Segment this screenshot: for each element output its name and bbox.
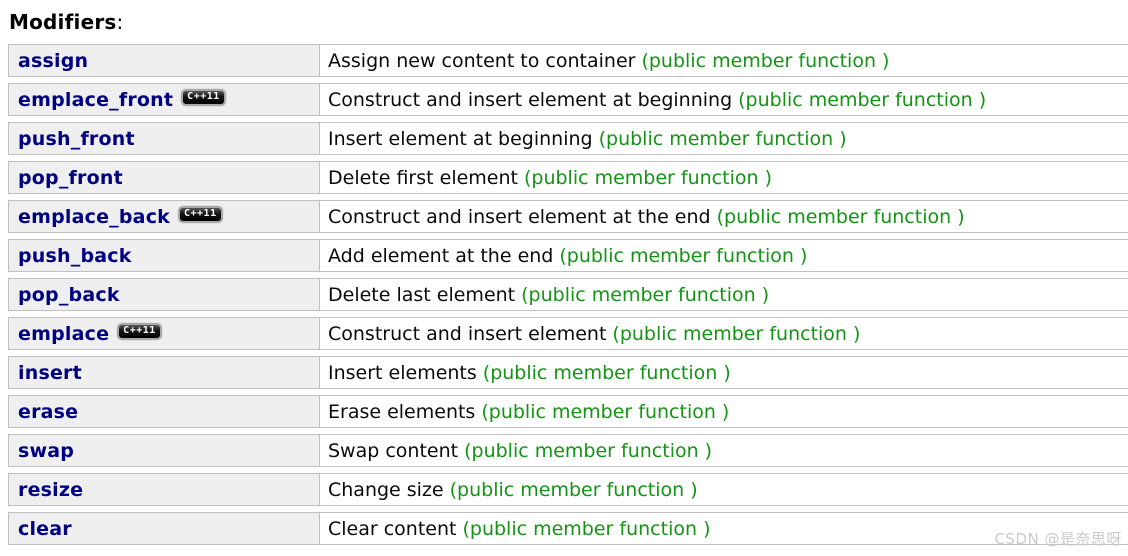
- member-function-link[interactable]: push_front: [18, 127, 135, 150]
- member-function-description-cell: Delete last element (public member funct…: [320, 278, 1128, 311]
- member-function-name-cell: emplace C++11: [8, 317, 320, 350]
- member-function-name-cell: clear C++11: [8, 512, 320, 545]
- member-function-name-cell: emplace_front C++11: [8, 83, 320, 116]
- member-function-description: Assign new content to container: [328, 49, 636, 72]
- member-function-description-cell: Construct and insert element (public mem…: [320, 317, 1128, 350]
- member-function-kind: (public member function ): [462, 517, 711, 540]
- member-function-kind: (public member function ): [523, 166, 772, 189]
- member-function-link[interactable]: push_back: [18, 244, 132, 267]
- cpp11-badge-icon: C++11: [117, 323, 162, 340]
- cpp11-badge-icon: C++11: [178, 206, 223, 223]
- member-function-link[interactable]: emplace_back: [18, 205, 170, 228]
- member-function-description: Delete first element: [328, 166, 518, 189]
- member-function-description: Insert element at beginning: [328, 127, 593, 150]
- member-function-kind: (public member function ): [641, 49, 890, 72]
- member-function-link[interactable]: pop_front: [18, 166, 123, 189]
- member-function-description-cell: Swap content (public member function ): [320, 434, 1128, 467]
- member-function-name-cell: pop_front C++11: [8, 161, 320, 194]
- member-function-description: Add element at the end: [328, 244, 554, 267]
- member-function-description: Swap content: [328, 439, 459, 462]
- member-function-link[interactable]: emplace_front: [18, 88, 174, 111]
- member-function-description: Erase elements: [328, 400, 476, 423]
- member-function-name-cell: erase C++11: [8, 395, 320, 428]
- member-function-link[interactable]: swap: [18, 439, 75, 462]
- table-row: assign C++11 Assign new content to conta…: [8, 44, 1128, 77]
- member-function-description-cell: Add element at the end (public member fu…: [320, 239, 1128, 272]
- member-function-description-cell: Erase elements (public member function ): [320, 395, 1128, 428]
- member-function-kind: (public member function ): [738, 88, 987, 111]
- member-function-description: Construct and insert element at beginnin…: [328, 88, 733, 111]
- table-row: pop_back C++11 Delete last element (publ…: [8, 278, 1128, 311]
- member-function-kind: (public member function ): [559, 244, 808, 267]
- member-function-description-cell: Construct and insert element at the end …: [320, 200, 1128, 233]
- member-function-description-cell: Delete first element (public member func…: [320, 161, 1128, 194]
- table-row: push_front C++11 Insert element at begin…: [8, 122, 1128, 155]
- member-function-name-cell: insert C++11: [8, 356, 320, 389]
- member-function-name-cell: swap C++11: [8, 434, 320, 467]
- member-function-description: Clear content: [328, 517, 457, 540]
- member-function-link[interactable]: assign: [18, 49, 89, 72]
- member-function-name-cell: push_front C++11: [8, 122, 320, 155]
- member-function-description-cell: Assign new content to container (public …: [320, 44, 1128, 77]
- modifiers-table: assign C++11 Assign new content to conta…: [8, 44, 1128, 545]
- cpp11-badge-icon: C++11: [181, 89, 226, 106]
- member-function-link[interactable]: clear: [18, 517, 72, 540]
- member-function-link[interactable]: resize: [18, 478, 84, 501]
- member-function-description: Change size: [328, 478, 444, 501]
- member-function-kind: (public member function ): [716, 205, 965, 228]
- table-row: erase C++11 Erase elements (public membe…: [8, 395, 1128, 428]
- member-function-kind: (public member function ): [481, 400, 730, 423]
- member-function-name-cell: resize C++11: [8, 473, 320, 506]
- section-title-text: Modifiers: [9, 10, 117, 34]
- table-row: emplace_front C++11 Construct and insert…: [8, 83, 1128, 116]
- member-function-description-cell: Insert elements (public member function …: [320, 356, 1128, 389]
- table-row: clear C++11 Clear content (public member…: [8, 512, 1128, 545]
- member-function-description-cell: Clear content (public member function ): [320, 512, 1128, 545]
- member-function-kind: (public member function ): [612, 322, 861, 345]
- table-row: resize C++11 Change size (public member …: [8, 473, 1128, 506]
- member-function-description-cell: Construct and insert element at beginnin…: [320, 83, 1128, 116]
- member-function-description: Construct and insert element: [328, 322, 607, 345]
- member-function-kind: (public member function ): [521, 283, 770, 306]
- section-title: Modifiers:: [9, 10, 1128, 34]
- table-row: pop_front C++11 Delete first element (pu…: [8, 161, 1128, 194]
- table-row: push_back C++11 Add element at the end (…: [8, 239, 1128, 272]
- member-function-kind: (public member function ): [464, 439, 713, 462]
- member-function-kind: (public member function ): [482, 361, 731, 384]
- table-row: insert C++11 Insert elements (public mem…: [8, 356, 1128, 389]
- member-function-description-cell: Insert element at beginning (public memb…: [320, 122, 1128, 155]
- table-row: swap C++11 Swap content (public member f…: [8, 434, 1128, 467]
- member-function-name-cell: push_back C++11: [8, 239, 320, 272]
- section-title-colon: :: [116, 10, 124, 34]
- member-function-link[interactable]: pop_back: [18, 283, 120, 306]
- member-function-kind: (public member function ): [449, 478, 698, 501]
- member-function-name-cell: assign C++11: [8, 44, 320, 77]
- member-function-link[interactable]: emplace: [18, 322, 110, 345]
- member-function-description: Delete last element: [328, 283, 516, 306]
- member-function-link[interactable]: erase: [18, 400, 79, 423]
- table-row: emplace_back C++11 Construct and insert …: [8, 200, 1128, 233]
- member-function-name-cell: pop_back C++11: [8, 278, 320, 311]
- member-function-link[interactable]: insert: [18, 361, 82, 384]
- member-function-name-cell: emplace_back C++11: [8, 200, 320, 233]
- member-function-kind: (public member function ): [598, 127, 847, 150]
- member-function-description: Insert elements: [328, 361, 477, 384]
- table-row: emplace C++11 Construct and insert eleme…: [8, 317, 1128, 350]
- member-function-description: Construct and insert element at the end: [328, 205, 711, 228]
- member-function-description-cell: Change size (public member function ): [320, 473, 1128, 506]
